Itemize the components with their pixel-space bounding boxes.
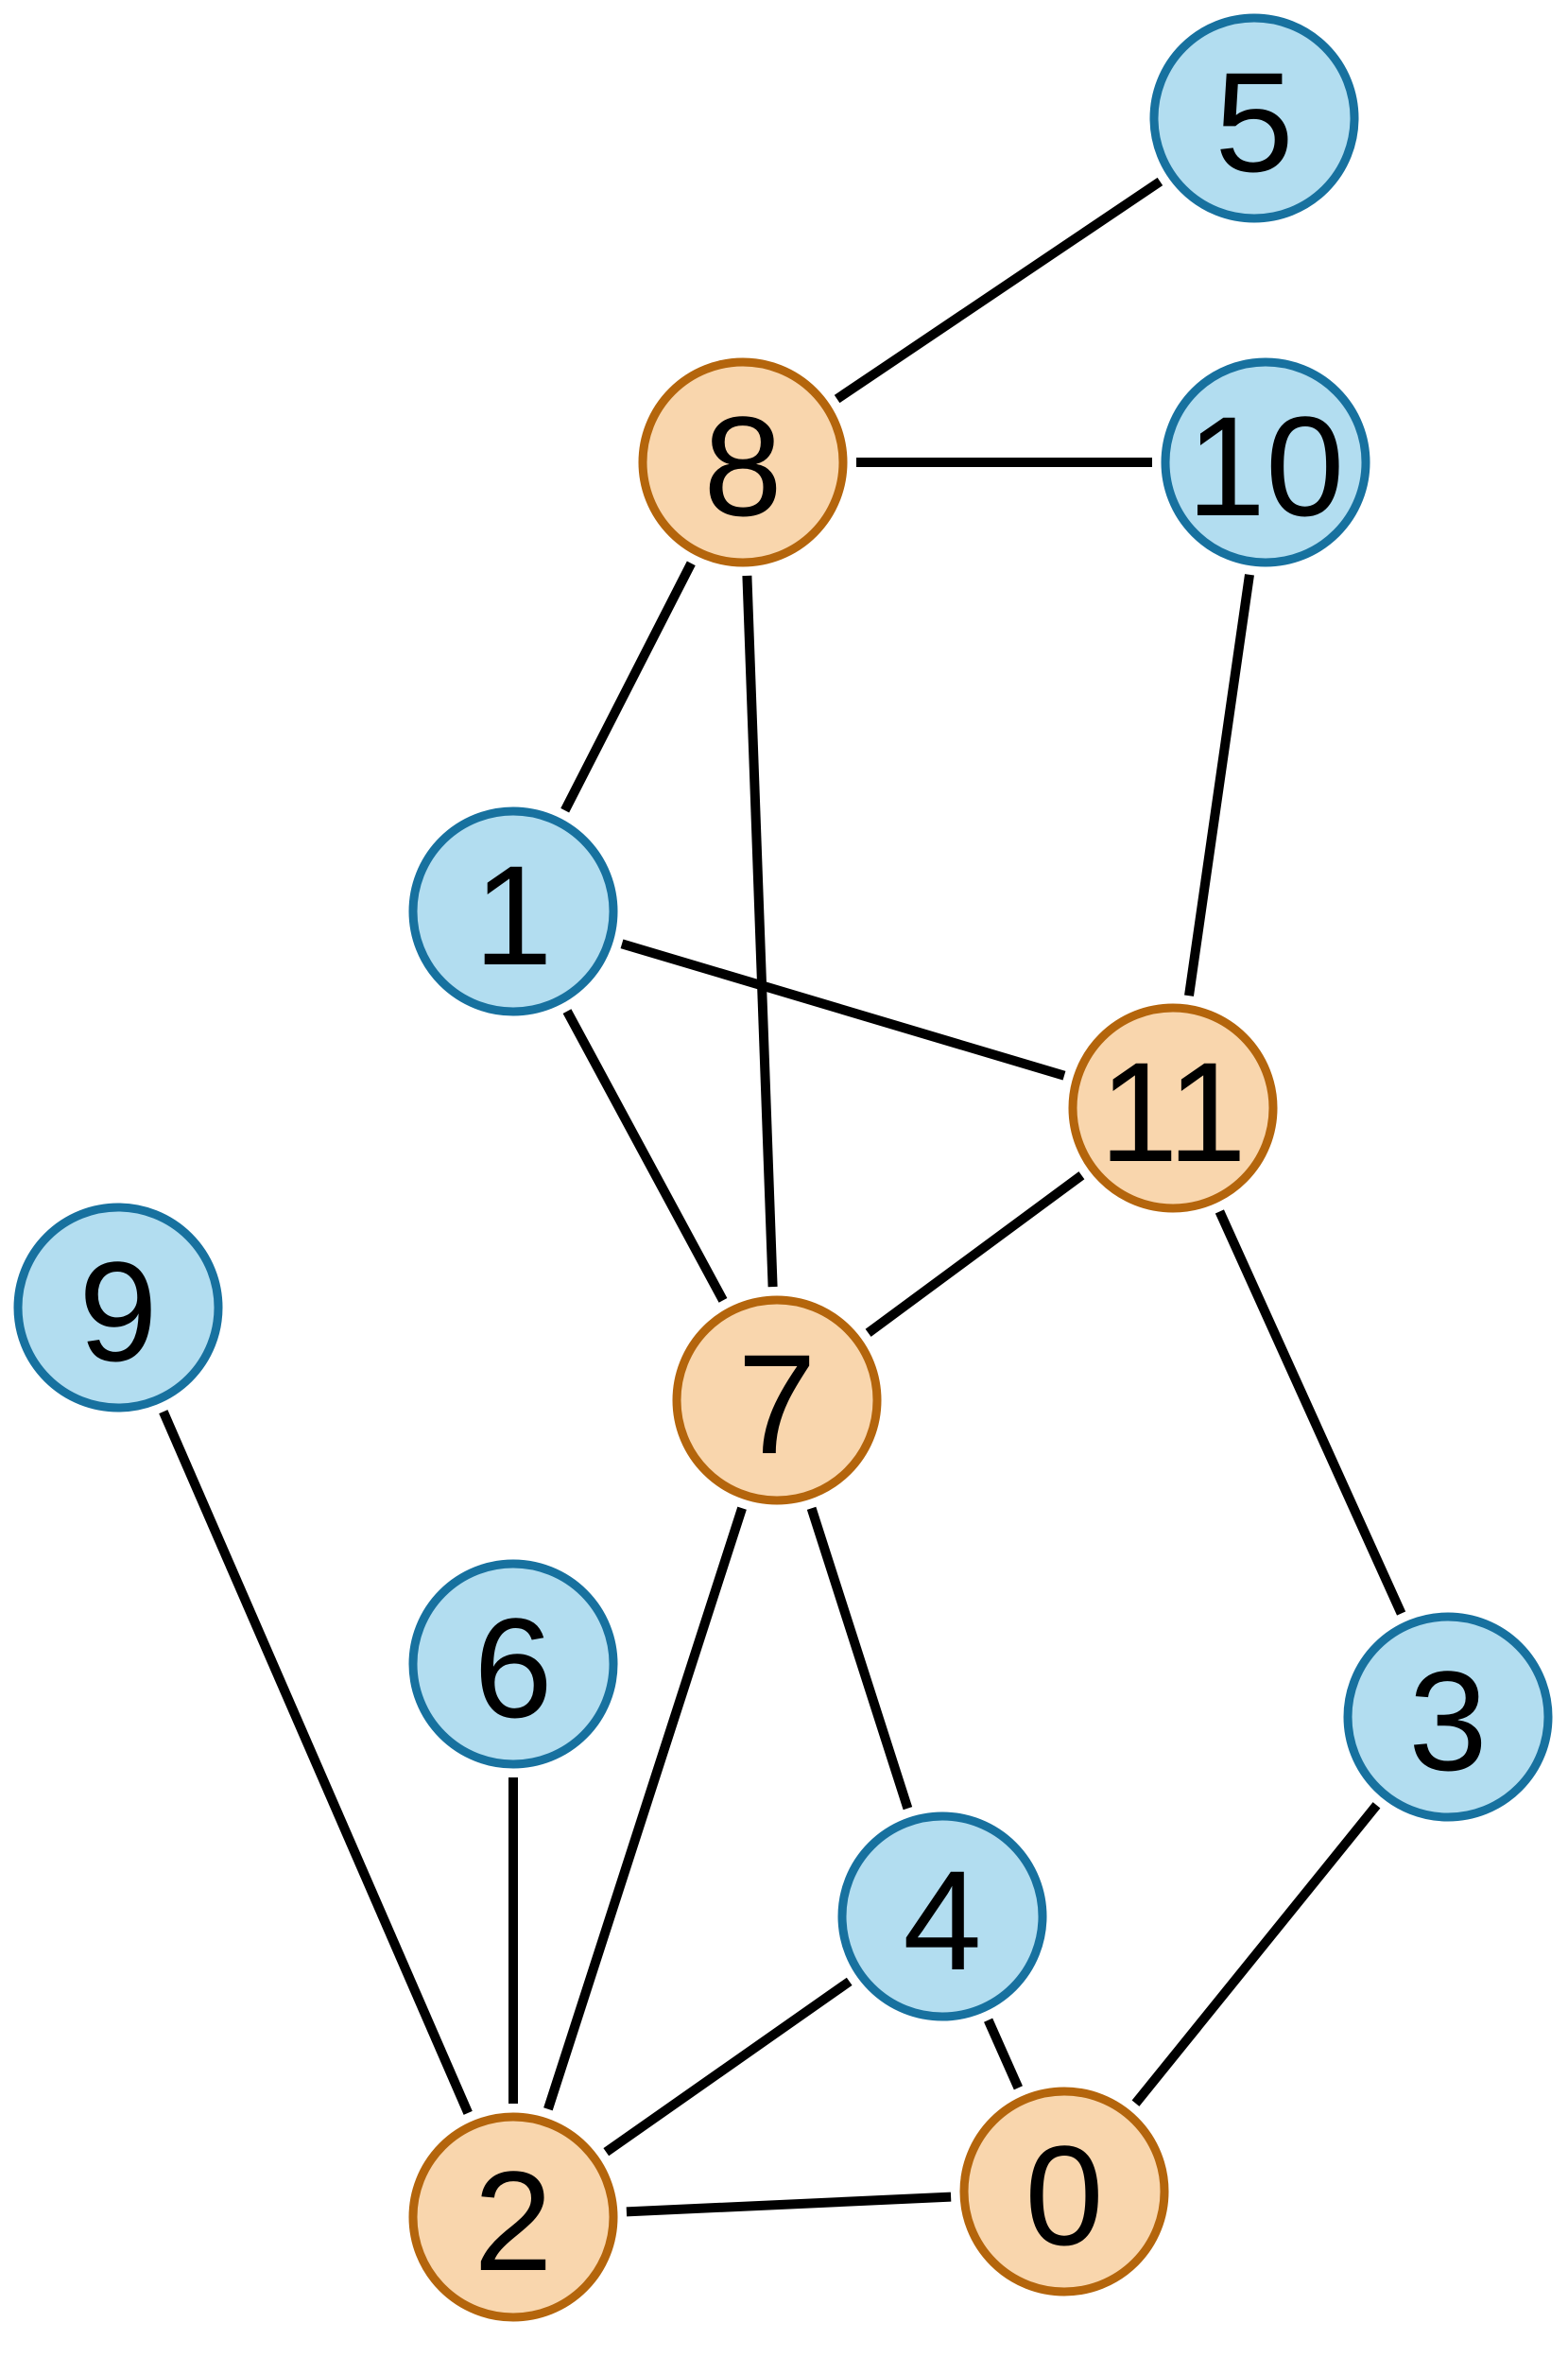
node-circle-7: [672, 1295, 882, 1505]
node-10: 10: [1161, 357, 1370, 567]
edge-7-4: [806, 1506, 913, 1811]
edge-8-1: [560, 561, 696, 813]
node-label-2: 2: [474, 2141, 552, 2300]
node-circle-1: [408, 806, 618, 1016]
edge-3-0: [1131, 1802, 1381, 2106]
node-circle-8: [638, 357, 848, 567]
node-label-4: 4: [903, 1841, 981, 2000]
node-circle-5: [1149, 13, 1359, 223]
edge-9-2: [159, 1410, 473, 2115]
edge-2-0: [626, 2192, 952, 2217]
node-1: 1: [408, 806, 618, 1016]
node-circle-10: [1161, 357, 1370, 567]
edge-11-3: [1215, 1209, 1406, 1616]
node-7: 7: [672, 1295, 882, 1505]
nodes-layer: 0 1 2 3 4 5 6 7 8 9 10 11: [13, 13, 1553, 2322]
edge-1-11: [620, 939, 1066, 1081]
node-circle-4: [837, 1811, 1047, 2021]
edge-5-8: [834, 177, 1163, 404]
node-label-3: 3: [1408, 1641, 1487, 1800]
node-circle-6: [408, 1559, 618, 1769]
node-circle-0: [959, 2087, 1169, 2296]
edge-7-2: [543, 1506, 747, 2111]
edge-4-2: [603, 1977, 853, 2157]
node-label-5: 5: [1215, 43, 1293, 201]
node-circle-3: [1343, 1612, 1553, 1822]
node-circle-2: [408, 2112, 618, 2322]
node-label-7: 7: [737, 1325, 816, 1483]
node-2: 2: [408, 2112, 618, 2322]
node-label-10: 10: [1187, 387, 1345, 546]
node-circle-9: [13, 1203, 223, 1412]
node-label-1: 1: [474, 836, 552, 995]
node-6: 6: [408, 1559, 618, 1769]
edge-8-7: [742, 575, 778, 1288]
node-label-6: 6: [474, 1588, 552, 1747]
edges-layer: [159, 177, 1406, 2217]
node-label-0: 0: [1025, 2116, 1103, 2275]
node-4: 4: [837, 1811, 1047, 2021]
node-label-11: 11: [1099, 1032, 1247, 1191]
node-label-9: 9: [78, 1232, 157, 1391]
node-0: 0: [959, 2087, 1169, 2296]
node-circle-11: [1068, 1003, 1278, 1213]
edge-11-7: [865, 1171, 1085, 1337]
node-5: 5: [1149, 13, 1359, 223]
node-8: 8: [638, 357, 848, 567]
edge-4-0: [984, 2018, 1023, 2090]
node-9: 9: [13, 1203, 223, 1412]
node-11: 11: [1068, 1003, 1278, 1213]
node-3: 3: [1343, 1612, 1553, 1822]
edge-1-7: [562, 1009, 728, 1303]
node-label-8: 8: [703, 387, 782, 546]
edge-10-11: [1184, 574, 1254, 997]
